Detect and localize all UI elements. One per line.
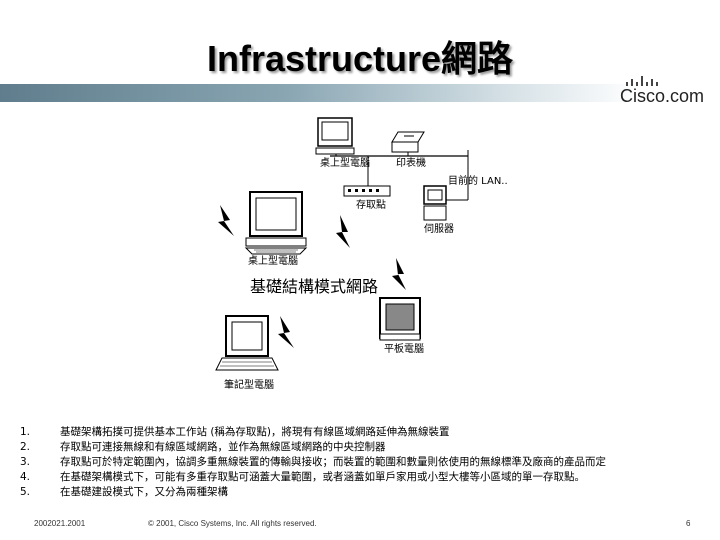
label-tablet: 平板電腦 (384, 342, 424, 355)
wireless-signal-icon (278, 316, 294, 348)
footer-copyright: © 2001, Cisco Systems, Inc. All rights r… (148, 519, 317, 528)
footer-page-number: 6 (686, 519, 691, 528)
header-band (0, 84, 640, 102)
center-label: 基礎結構模式網路 (250, 277, 378, 296)
note-item: 4.在基礎架構模式下，可能有多重存取點可涵蓋大量範圍，或者涵蓋如單戶家用或小型大… (20, 471, 585, 483)
top-desktop-icon (315, 117, 355, 155)
cisco-logo-bars (626, 76, 658, 86)
tablet-icon (379, 297, 421, 341)
wireless-signal-icon (218, 205, 234, 236)
brand-name: Cisco.com (620, 86, 705, 106)
desktop-computer-icon (244, 191, 308, 255)
label-lan: 目前的 LAN.. (448, 174, 508, 187)
laptop-icon (215, 315, 279, 371)
note-item: 2.存取點可連接無線和有線區域網路，並作為無線區域網路的中央控制器 (20, 441, 386, 453)
note-item: 1.基礎架構拓撲可提供基本工作站 (稱為存取點)，將現有有線區域網路延伸為無線裝… (20, 426, 450, 438)
wireless-signal-icon (336, 215, 350, 248)
label-laptop: 筆記型電腦 (224, 378, 274, 391)
label-server: 伺服器 (424, 222, 454, 235)
wireless-signals (218, 205, 406, 348)
label-desktop: 桌上型電腦 (248, 254, 298, 267)
label-pc-top: 桌上型電腦 (320, 156, 370, 169)
printer-icon (391, 131, 425, 153)
label-printer: 印表機 (396, 156, 426, 169)
access-point-icon (343, 185, 391, 197)
note-item: 5.在基礎建設模式下，又分為兩種架構 (20, 486, 228, 498)
infrastructure-diagram: 桌上型電腦 印表機 目前的 LAN.. 存取點 伺服器 (215, 117, 508, 391)
wireless-signal-icon (392, 258, 406, 290)
footer-code: 2002021.2001 (34, 519, 86, 528)
slide-title: Infrastructure網路 (206, 38, 514, 79)
label-access-point: 存取點 (356, 198, 386, 211)
note-item: 3.存取點可於特定範圍內，協調多重無線裝置的傳輸與接收；而裝置的範圍和數量則依使… (20, 456, 606, 468)
notes-list: 1.基礎架構拓撲可提供基本工作站 (稱為存取點)，將現有有線區域網路延伸為無線裝… (20, 425, 710, 500)
server-icon (423, 185, 447, 221)
